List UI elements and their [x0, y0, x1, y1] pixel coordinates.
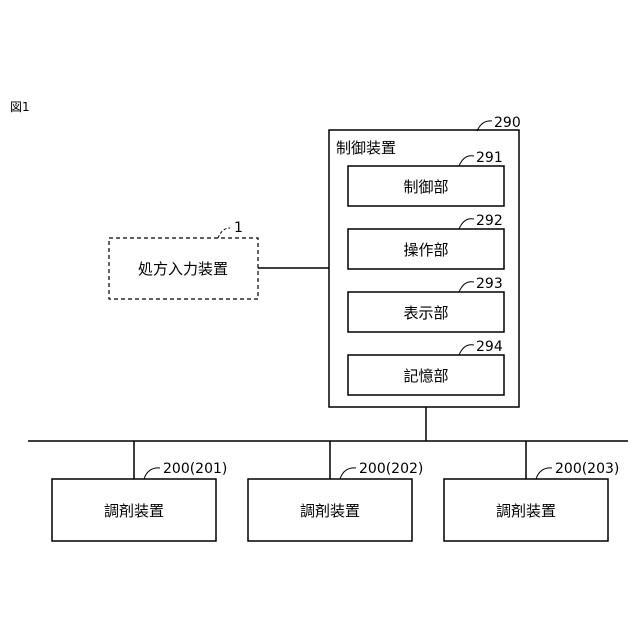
- unit-leader-storage: [459, 345, 474, 355]
- dispensing-device-ref-3: 200(203): [555, 461, 619, 477]
- unit-label-control: 制御部: [403, 178, 448, 196]
- dispensing-device-leader-2: [340, 468, 356, 479]
- dispensing-device-leader-1: [144, 468, 160, 479]
- prescription-input-label: 処方入力装置: [138, 260, 228, 278]
- control-device-ref: 290: [494, 115, 521, 131]
- unit-label-display: 表示部: [403, 304, 448, 322]
- dispensing-device-label-2: 調剤装置: [300, 502, 360, 520]
- unit-leader-operation: [459, 219, 474, 229]
- dispensing-device-label-1: 調剤装置: [104, 502, 164, 520]
- prescription-input-ref: 1: [234, 220, 243, 236]
- dispensing-device-ref-1: 200(201): [163, 461, 227, 477]
- figure-label: 図1: [10, 100, 30, 114]
- prescription-input-leader: [218, 228, 230, 238]
- unit-leader-control: [459, 156, 474, 166]
- unit-label-storage: 記憶部: [403, 367, 448, 385]
- unit-ref-display: 293: [476, 276, 503, 292]
- unit-label-operation: 操作部: [403, 241, 448, 259]
- unit-ref-control: 291: [476, 150, 503, 166]
- dispensing-device-ref-2: 200(202): [359, 461, 423, 477]
- unit-ref-storage: 294: [476, 339, 503, 355]
- dispensing-device-label-3: 調剤装置: [496, 502, 556, 520]
- control-device-title: 制御装置: [336, 139, 396, 157]
- dispensing-device-leader-3: [536, 468, 552, 479]
- unit-ref-operation: 292: [476, 213, 503, 229]
- unit-leader-display: [459, 282, 474, 292]
